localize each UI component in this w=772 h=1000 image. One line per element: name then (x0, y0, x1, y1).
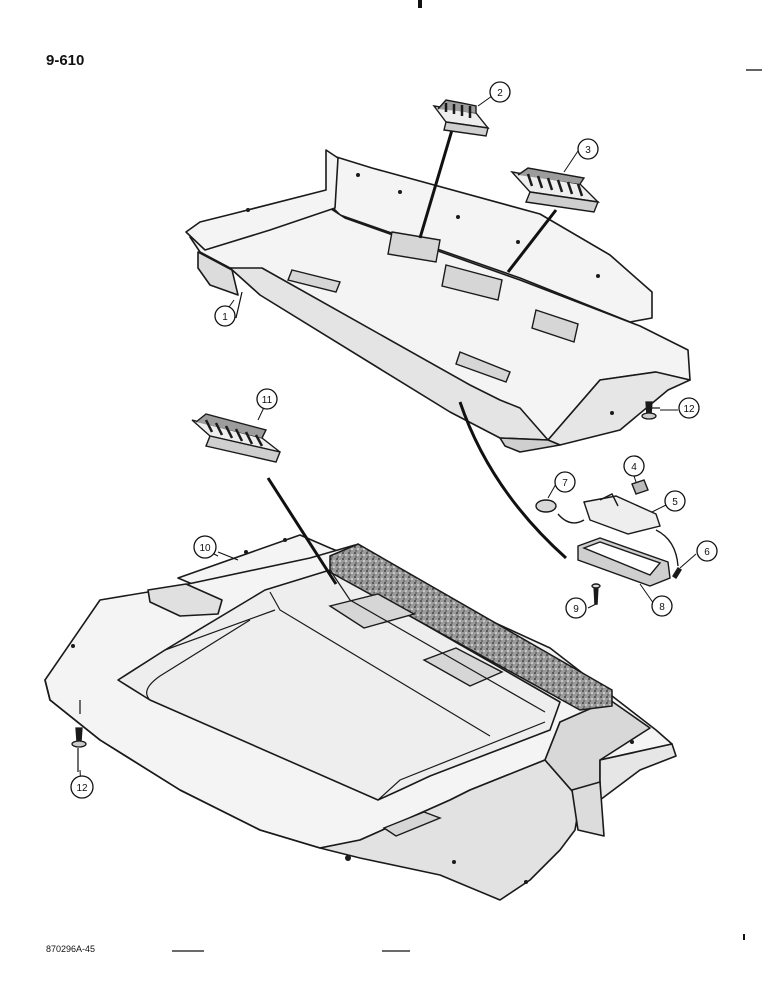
air-vent-part-2 (432, 99, 490, 137)
air-vent-part-3 (510, 167, 600, 213)
callout-8-circle (651, 595, 673, 617)
upper-headliner-panel (185, 149, 691, 453)
callout-3-label: 3 (585, 145, 591, 156)
callout-11-label: 11 (262, 395, 273, 406)
callout-10-label: 10 (199, 543, 211, 554)
scan-marks (172, 0, 762, 952)
callout-12-upper-circle (678, 397, 700, 419)
screw-part-6 (672, 567, 682, 579)
callout-11-circle (256, 388, 278, 410)
dome-light-assembly (535, 479, 682, 605)
callout-5-label: 5 (672, 497, 678, 508)
callout-4-label: 4 (631, 462, 637, 473)
clip-part-4 (631, 479, 649, 495)
lower-leader-lines (77, 477, 338, 772)
callout-9-circle (565, 597, 587, 619)
callout-10-circle (193, 535, 217, 559)
callout-5-circle (664, 490, 686, 512)
lower-headliner-panel (44, 534, 677, 901)
callout-8-label: 8 (659, 602, 665, 613)
callout-6-label: 6 (704, 547, 710, 558)
callout-7-circle (554, 471, 576, 493)
callout-1-label: 1 (222, 312, 228, 323)
callout-1-circle (214, 305, 236, 327)
bracket-part-5 (583, 495, 661, 535)
callout-12-lower-circle (70, 775, 94, 799)
callout-6-circle (696, 540, 718, 562)
callout-7-label: 7 (562, 478, 568, 489)
callout-4-circle (623, 455, 645, 477)
retainer-part-12 (71, 401, 657, 748)
callout-2-label: 2 (497, 88, 503, 99)
lower-panel-contours (146, 569, 546, 801)
upper-panel-openings (287, 231, 579, 383)
page-number: 9-610 (46, 52, 85, 69)
callout-12-lower-label: 12 (76, 783, 88, 794)
lower-panel-mounting-holes (71, 538, 634, 884)
air-vent-part-11 (191, 413, 281, 463)
callout-2-circle (489, 81, 511, 103)
drawing-code: 870296A-45 (46, 944, 96, 954)
lens-part-7 (535, 499, 557, 513)
callout-3-circle (577, 138, 599, 160)
upper-panel-mounting-holes (246, 173, 614, 415)
callout-9-label: 9 (573, 604, 579, 615)
callout-12-upper-label: 12 (683, 404, 695, 415)
